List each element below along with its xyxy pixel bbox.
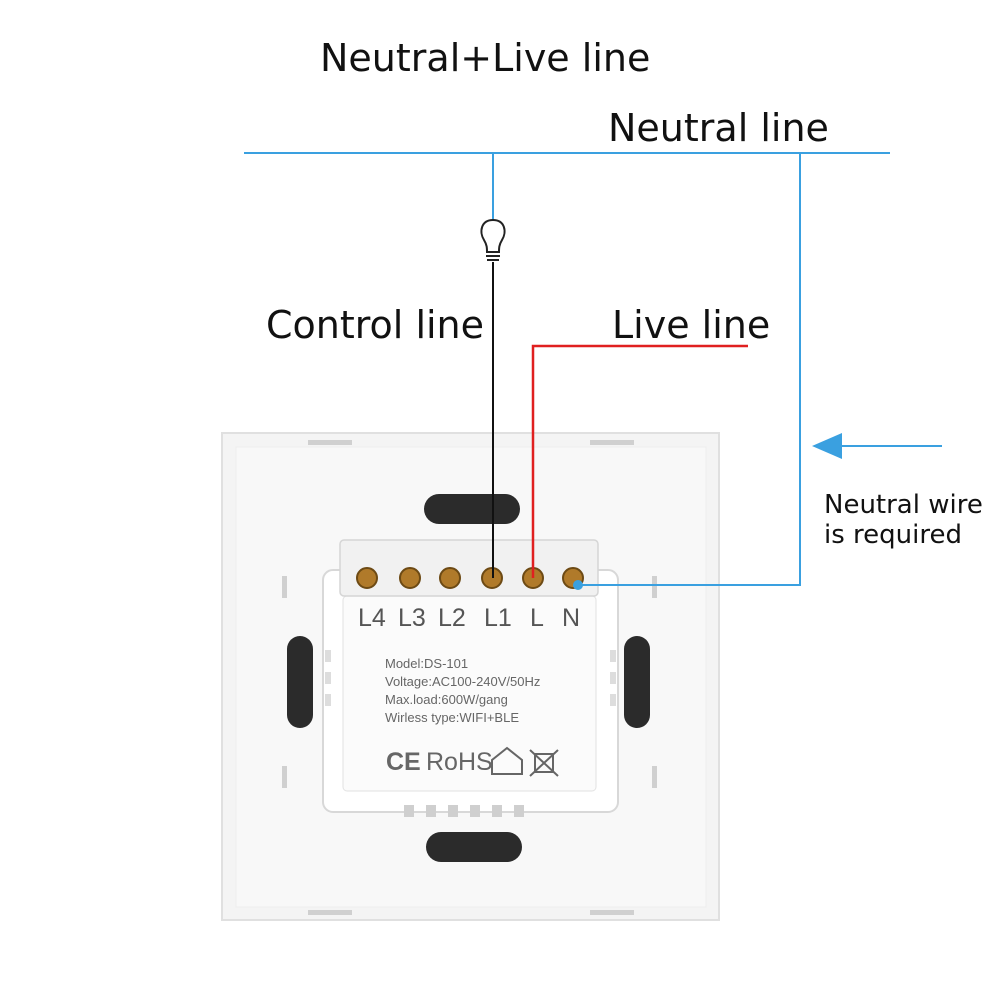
module-vents: [325, 650, 616, 706]
control-line-label: Control line: [266, 303, 485, 347]
plate-marks: [282, 440, 657, 915]
house-icon: [491, 746, 523, 775]
spec-max-load: Max.load:600W/gang: [385, 692, 508, 707]
terminal-label-l: L: [530, 604, 544, 632]
neutral-required-label-line1: Neutral wire: [824, 490, 983, 520]
light-bulb-icon: [480, 218, 506, 261]
weee-bin-icon: [529, 749, 559, 777]
mount-slot-right: [624, 636, 650, 728]
live-line: [531, 344, 748, 578]
ce-mark: CE: [386, 748, 421, 776]
mount-slot-top: [424, 494, 520, 524]
mount-slot-left: [287, 636, 313, 728]
terminal-screw-l4: [356, 567, 378, 589]
neutral-required-arrow-head: [812, 433, 842, 459]
terminal-screw-l2: [439, 567, 461, 589]
neutral-required-label-line2: is required: [824, 520, 962, 550]
neutral-return-line: [578, 153, 801, 586]
terminal-block: [339, 539, 599, 597]
spec-model: Model:DS-101: [385, 656, 469, 671]
terminal-label-n: N: [562, 604, 581, 632]
terminal-label-l3: L3: [398, 604, 426, 632]
live-line-label: Live line: [612, 303, 771, 347]
neutral-terminal-dot: [573, 580, 583, 590]
spec-wireless: Wirless type:WIFI+BLE: [385, 710, 519, 725]
module-bottom-vents: [404, 805, 524, 817]
terminal-label-l1: L1: [484, 604, 512, 632]
rohs-mark: RoHS: [426, 748, 493, 776]
spec-voltage: Voltage:AC100-240V/50Hz: [385, 674, 541, 689]
terminal-label-l2: L2: [438, 604, 466, 632]
neutral-live-line-label: Neutral+Live line: [320, 36, 651, 80]
mount-slot-bottom: [426, 832, 522, 862]
terminal-label-l4: L4: [358, 604, 386, 632]
terminal-screw-l3: [399, 567, 421, 589]
neutral-line-label: Neutral line: [608, 106, 829, 150]
